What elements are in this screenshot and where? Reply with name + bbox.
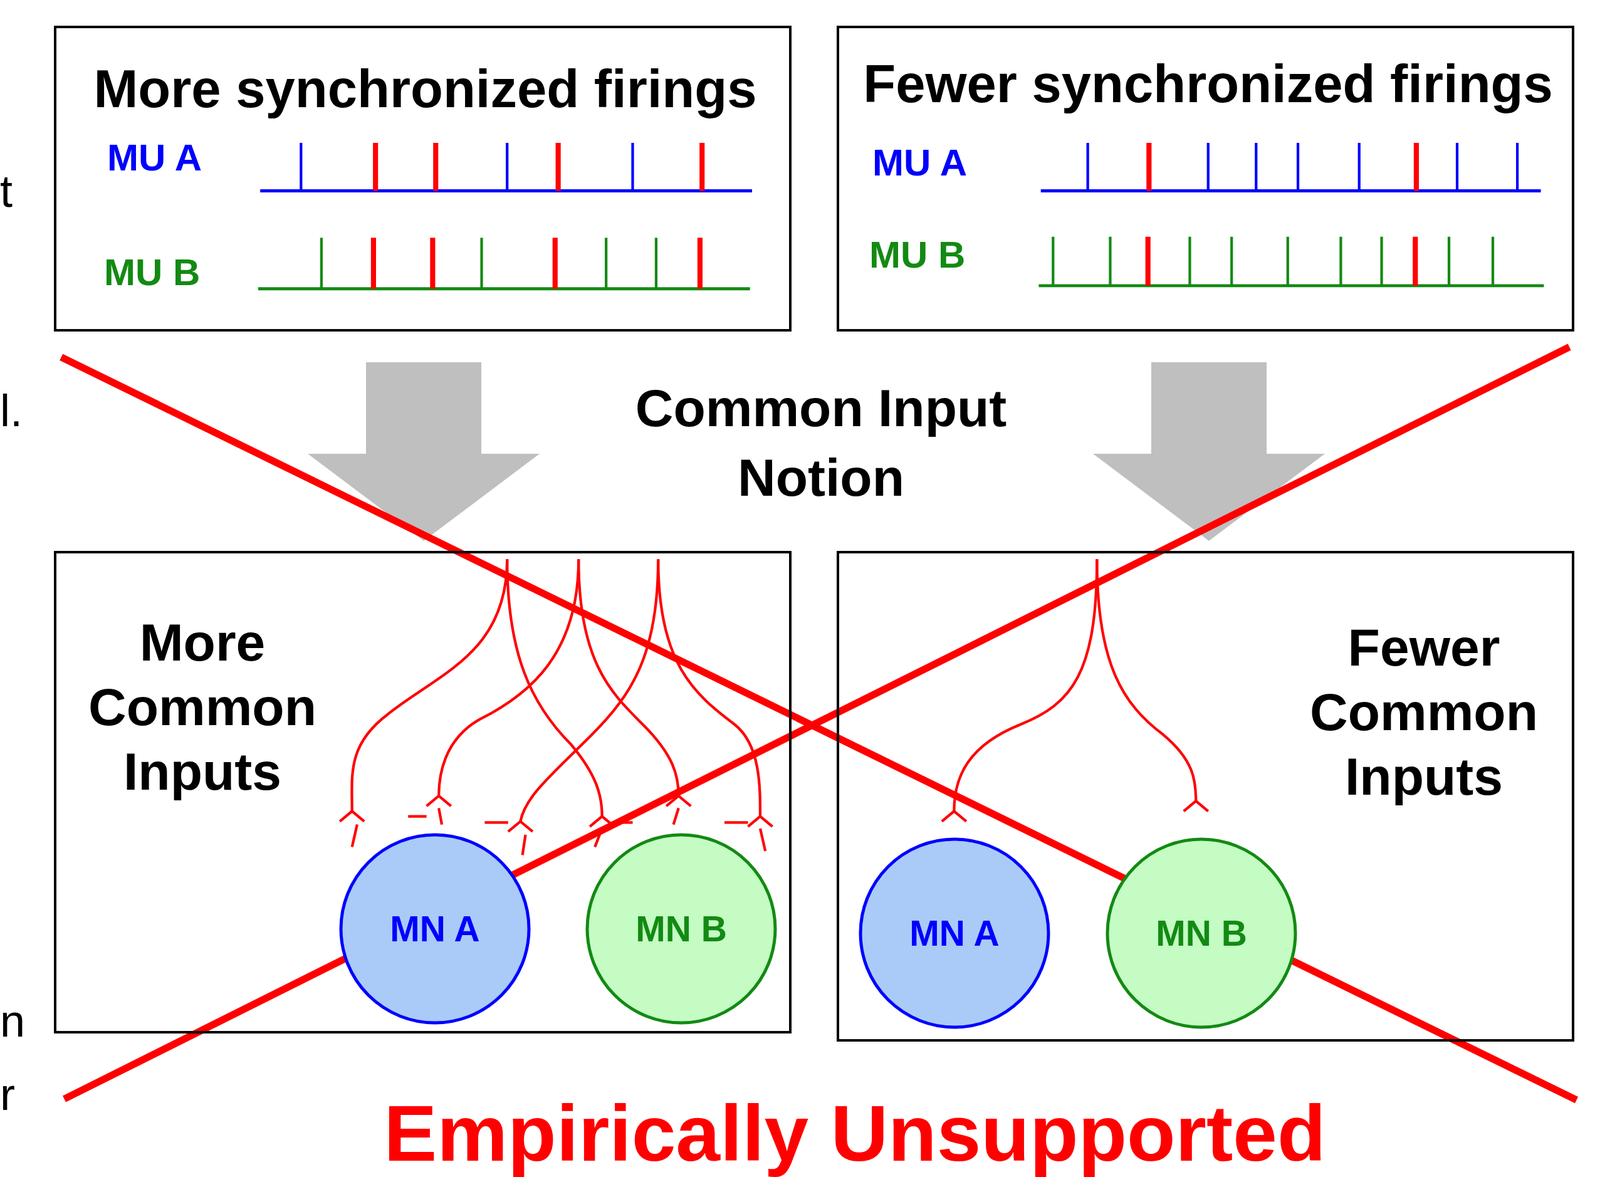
spike bbox=[1339, 236, 1342, 286]
neuron-circle: MN A bbox=[858, 837, 1051, 1030]
axon bbox=[351, 559, 508, 811]
synchronized-spike bbox=[555, 142, 561, 192]
arrow-shaft bbox=[1151, 362, 1267, 455]
edge-fragment: t bbox=[0, 168, 13, 214]
center-caption: Common Input Notion bbox=[620, 373, 1022, 513]
synchronized-spike bbox=[433, 142, 439, 192]
neuron-name: MN B bbox=[1155, 913, 1248, 954]
neuron-body bbox=[340, 834, 529, 1023]
neuron-name: MN A bbox=[909, 913, 1000, 954]
cross-line bbox=[64, 347, 1570, 1100]
synchronized-spike bbox=[1413, 142, 1419, 192]
neuron-name: MN A bbox=[389, 909, 481, 949]
block-arrow bbox=[1092, 362, 1325, 541]
synchronized-spike bbox=[429, 237, 435, 289]
synchronized-spike bbox=[1146, 142, 1152, 192]
spike bbox=[654, 237, 658, 289]
spike-baseline bbox=[1040, 189, 1542, 193]
neuron-body bbox=[860, 839, 1049, 1028]
panel-box: Fewer Common Inputs MN A MN B bbox=[836, 550, 1575, 1042]
panel-title: Fewer synchronized firings bbox=[851, 53, 1565, 115]
spike bbox=[1447, 236, 1451, 286]
panel-title: More synchronized firings bbox=[68, 58, 782, 120]
neuron-circle: MN A bbox=[339, 832, 531, 1025]
synchronized-spike bbox=[1412, 236, 1418, 286]
spike bbox=[299, 142, 303, 192]
axon bbox=[520, 559, 659, 821]
neuron-name: MN B bbox=[635, 909, 727, 949]
arrow-shaft bbox=[366, 362, 482, 455]
synchronized-spike bbox=[372, 142, 378, 192]
spike bbox=[1086, 142, 1090, 192]
edge-fragment: l. bbox=[0, 387, 23, 434]
spike-baseline bbox=[1038, 283, 1544, 288]
cross-out bbox=[61, 347, 1577, 1101]
spike-trains bbox=[258, 142, 1545, 289]
panel-box: More Common Inputs MN A MN B bbox=[53, 550, 792, 1034]
panel-heading: More Common Inputs bbox=[77, 610, 328, 805]
neuron-body bbox=[587, 834, 776, 1023]
spike bbox=[1516, 142, 1519, 192]
spike bbox=[1358, 142, 1361, 192]
spike bbox=[631, 142, 634, 192]
spike bbox=[1286, 236, 1290, 286]
verdict-label: Empirically Unsupported bbox=[228, 1093, 1482, 1174]
spike bbox=[320, 237, 323, 289]
synapse-terminals bbox=[339, 795, 1209, 832]
axon bbox=[1096, 559, 1196, 801]
neuron-circle: MN B bbox=[585, 832, 778, 1025]
spike bbox=[1207, 142, 1210, 192]
synchronized-spike bbox=[699, 142, 705, 192]
spike bbox=[1051, 236, 1055, 286]
synchronized-spike bbox=[371, 237, 377, 289]
spike bbox=[505, 142, 509, 192]
unit-label: MU A bbox=[107, 139, 202, 177]
axon bbox=[578, 559, 679, 796]
spike bbox=[1455, 142, 1459, 192]
unit-label: MU B bbox=[104, 253, 200, 292]
spike bbox=[1230, 236, 1233, 286]
neuron-body bbox=[1107, 839, 1296, 1028]
axon bbox=[438, 559, 579, 796]
edge-fragment: n bbox=[0, 998, 26, 1044]
unit-label: MU A bbox=[872, 144, 968, 182]
synchronized-spike bbox=[552, 237, 558, 289]
synchronized-spike bbox=[1145, 236, 1151, 286]
spike bbox=[1380, 236, 1383, 286]
edge-fragment: r bbox=[0, 1071, 16, 1117]
spike bbox=[480, 237, 483, 289]
block-arrow bbox=[307, 362, 540, 541]
spike bbox=[1491, 236, 1495, 286]
spike-baseline bbox=[258, 287, 751, 291]
spike bbox=[1296, 142, 1300, 192]
unit-label: MU B bbox=[869, 236, 966, 274]
spike bbox=[1254, 142, 1258, 192]
spike bbox=[604, 237, 608, 289]
synchronized-spike bbox=[697, 237, 703, 289]
spike bbox=[1188, 236, 1191, 286]
panel-heading: Fewer Common Inputs bbox=[1298, 615, 1550, 810]
spike bbox=[1108, 236, 1112, 286]
neuron-circle: MN B bbox=[1105, 837, 1298, 1030]
